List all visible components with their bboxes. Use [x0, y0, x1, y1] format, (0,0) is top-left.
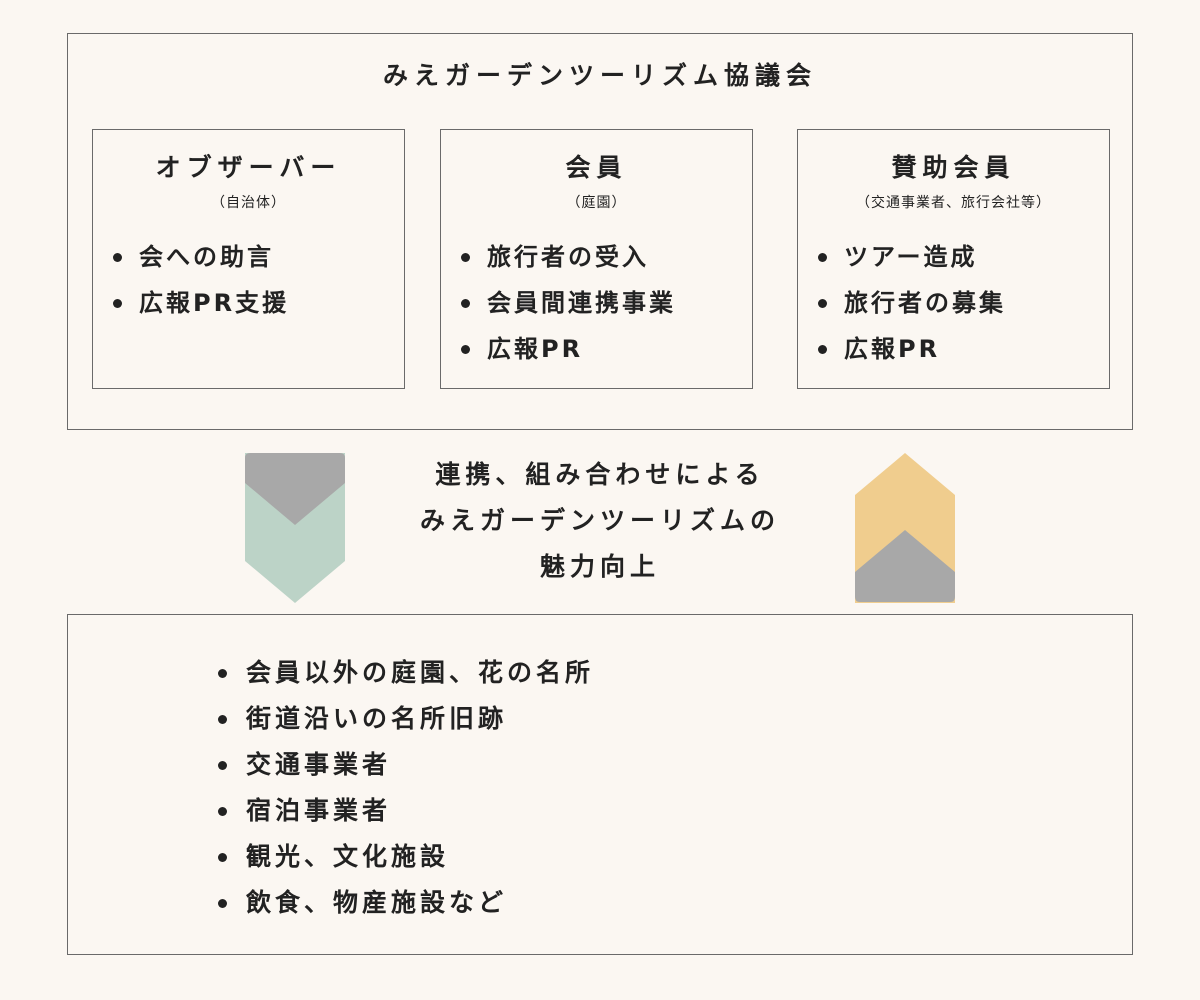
- list-item: 広報PR: [818, 326, 1109, 372]
- member-title: 会員: [565, 153, 628, 182]
- list-item: 街道沿いの名所旧跡: [218, 696, 594, 742]
- supporting-member-subtitle: （交通事業者、旅行会社等）: [856, 195, 1051, 211]
- list-item: 会員間連携事業: [461, 280, 752, 326]
- member-role-list: 旅行者の受入 会員間連携事業 広報PR: [441, 234, 752, 372]
- organization-frame: みえガーデンツーリズム協議会 オブザーバー （自治体） 会への助言 広報PR支援…: [67, 33, 1133, 430]
- arrow-down-icon: [245, 453, 345, 603]
- synergy-line-2: みえガーデンツーリズムの: [419, 506, 780, 535]
- observer-box: オブザーバー （自治体） 会への助言 広報PR支援: [92, 129, 405, 389]
- arrow-up-cap: [855, 530, 955, 602]
- synergy-message: 連携、組み合わせによる みえガーデンツーリズムの 魅力向上: [360, 452, 840, 590]
- organization-title: みえガーデンツーリズム協議会: [382, 61, 817, 90]
- list-item: 広報PR支援: [113, 280, 404, 326]
- arrow-up-icon: [855, 453, 955, 603]
- synergy-line-3: 魅力向上: [539, 552, 660, 581]
- supporting-member-box: 賛助会員 （交通事業者、旅行会社等） ツアー造成 旅行者の募集 広報PR: [797, 129, 1110, 389]
- synergy-line-1: 連携、組み合わせによる: [435, 460, 765, 489]
- list-item: 宿泊事業者: [218, 788, 594, 834]
- list-item: 広報PR: [461, 326, 752, 372]
- regional-resources-list: 会員以外の庭園、花の名所 街道沿いの名所旧跡 交通事業者 宿泊事業者 観光、文化…: [218, 650, 594, 926]
- list-item: 会員以外の庭園、花の名所: [218, 650, 594, 696]
- list-item: 交通事業者: [218, 742, 594, 788]
- list-item: 観光、文化施設: [218, 834, 594, 880]
- observer-subtitle: （自治体）: [211, 195, 286, 211]
- list-item: 旅行者の受入: [461, 234, 752, 280]
- observer-title: オブザーバー: [155, 153, 342, 182]
- regional-resources-frame: 会員以外の庭園、花の名所 街道沿いの名所旧跡 交通事業者 宿泊事業者 観光、文化…: [67, 614, 1133, 955]
- member-subtitle: （庭園）: [566, 195, 627, 211]
- list-item: ツアー造成: [818, 234, 1109, 280]
- member-box: 会員 （庭園） 旅行者の受入 会員間連携事業 広報PR: [440, 129, 753, 389]
- arrow-down-cap: [245, 453, 345, 525]
- observer-role-list: 会への助言 広報PR支援: [93, 234, 404, 326]
- list-item: 会への助言: [113, 234, 404, 280]
- list-item: 旅行者の募集: [818, 280, 1109, 326]
- supporting-member-title: 賛助会員: [891, 153, 1016, 182]
- supporting-member-role-list: ツアー造成 旅行者の募集 広報PR: [798, 234, 1109, 372]
- list-item: 飲食、物産施設など: [218, 880, 594, 926]
